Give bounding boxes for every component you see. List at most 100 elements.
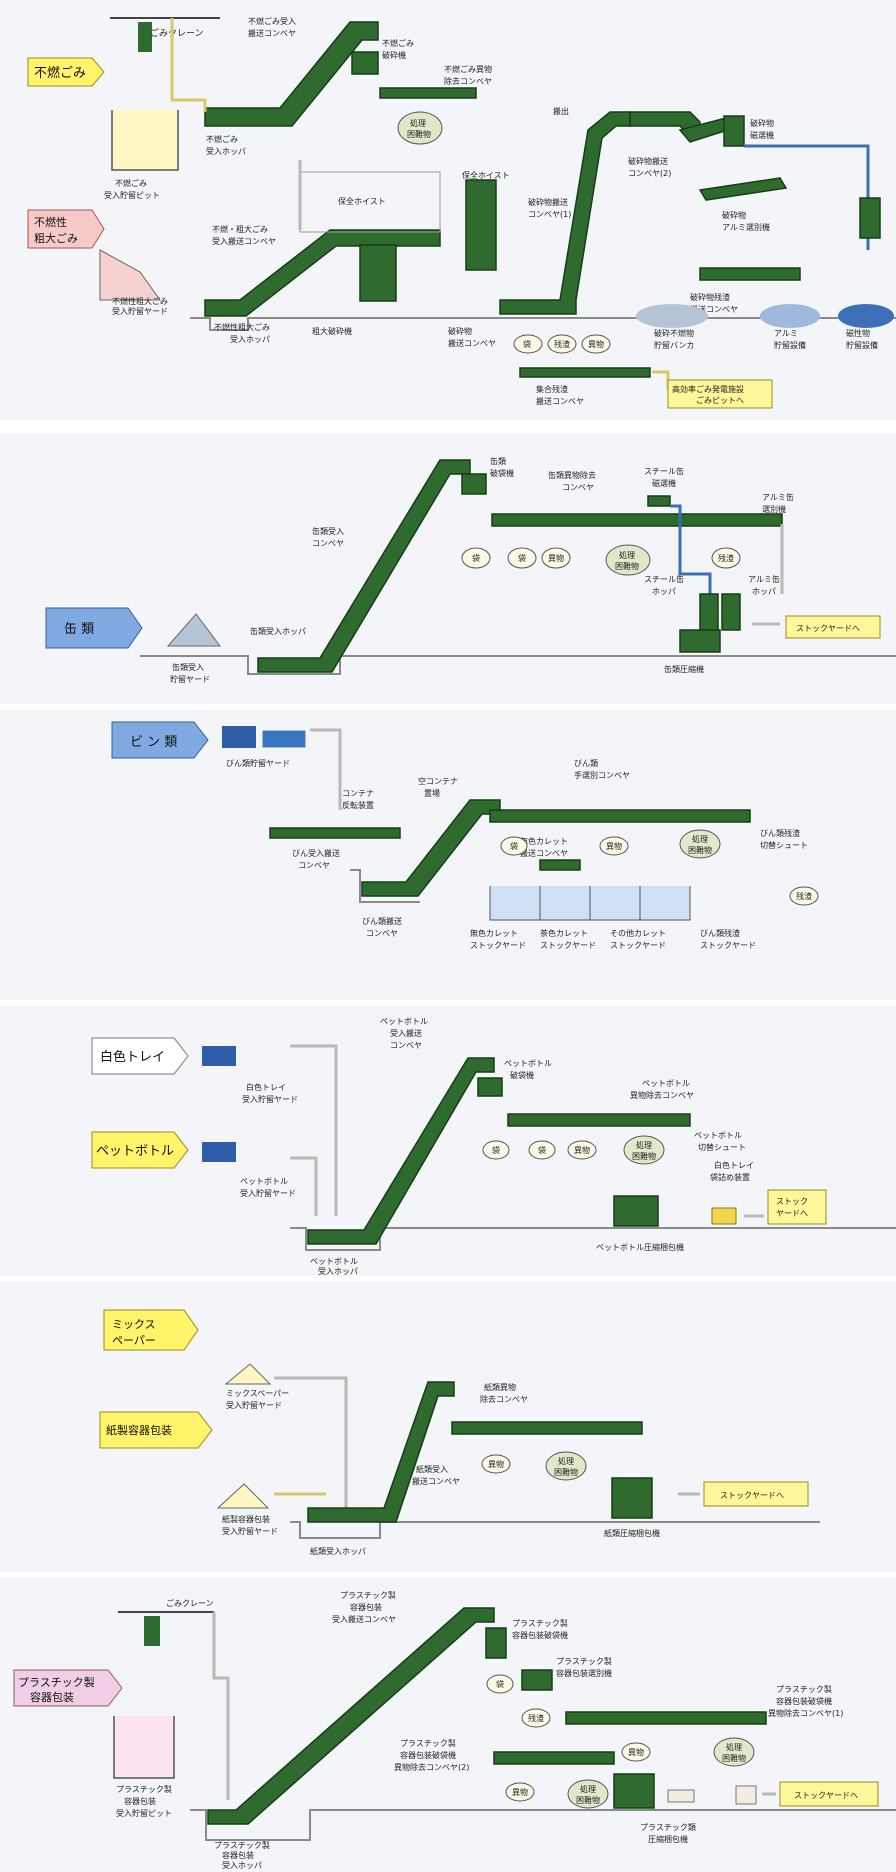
tray-label-2: 袋詰め装置: [710, 1172, 750, 1182]
paper-receive-conveyor: [307, 1381, 455, 1523]
bale-icon-1: [667, 1789, 695, 1803]
svg-text:異物: 異物: [488, 1459, 504, 1469]
noncombustible-diagram: ごみクレーン 不燃ごみ 不燃性 粗大ごみ 不燃ごみ 受入貯留ピット 不燃性粗大ご…: [27, 16, 896, 409]
conveyor-cans-foreign: [491, 513, 783, 527]
plastic-bag-breaker: [485, 1627, 507, 1659]
svg-text:ペットボトル: ペットボトル: [96, 1144, 174, 1159]
svg-text:残渣: 残渣: [796, 891, 812, 901]
floor-line: [290, 1521, 820, 1539]
cans-conv1-label-2: コンベヤ: [312, 539, 344, 548]
conveyor-alu: [698, 177, 788, 201]
conv3-label-2: 受入搬送コンベヤ: [212, 236, 276, 246]
alsep-label: アルミ缶: [762, 492, 794, 502]
mag-label-2: 磁選機: [750, 130, 774, 140]
chute-label: ペットボトル: [694, 1131, 742, 1140]
press-label: プラスチック類: [640, 1822, 696, 1832]
dest-l2: ヤードへ: [776, 1209, 808, 1218]
truck-icon-2: [202, 1142, 236, 1162]
pit-label-2: 容器包装: [124, 1796, 156, 1806]
dest-l1: 高効率ごみ発電施設: [672, 384, 744, 394]
pet-bag-breaker: [477, 1077, 503, 1097]
oval-difficult-2-t2: 困難物: [576, 1795, 600, 1805]
crane-icon: [138, 22, 152, 52]
svg-text:袋: 袋: [472, 553, 480, 563]
conv3-label-2: 容器包装破袋機: [400, 1750, 456, 1760]
oval-foreign-1: [621, 1742, 651, 1762]
crane-label: ごみクレーン: [150, 27, 204, 39]
conv0-label-2: コンベヤ: [298, 861, 330, 870]
truck-icon: [222, 726, 256, 748]
pit-shape: [111, 110, 179, 171]
cans-conv1-label: 缶類受入: [312, 526, 344, 536]
crusher1-label: 不燃ごみ: [382, 38, 414, 48]
s2-label: 茶色カレット: [540, 928, 588, 938]
oval-difficult-t2: 困難物: [632, 1151, 656, 1161]
svg-text:異物: 異物: [548, 553, 564, 563]
conv1-label-2: 受入搬送: [390, 1028, 422, 1038]
hopper-label-2: 容器包装: [222, 1850, 254, 1860]
oval-difficult-t1: 処理: [636, 1140, 652, 1150]
oval-bag: [500, 836, 528, 856]
oval-residue: [711, 547, 741, 569]
conv2-label-2: 異物除去コンベヤ: [630, 1090, 694, 1100]
svg-text:袋: 袋: [510, 841, 518, 851]
cullet-label: 無色カレット: [520, 836, 568, 846]
cut-label-2: コンベヤ(1): [528, 210, 571, 219]
s2-label-2: ストックヤード: [540, 941, 596, 950]
svg-text:異物: 異物: [588, 339, 604, 349]
cans-yard-pile: [166, 613, 221, 647]
sh-label: スチール缶: [644, 574, 684, 584]
conveyor-bulky: [204, 229, 441, 317]
chute-label-2: 切替シュート: [698, 1142, 746, 1152]
al-label: アルミ: [774, 329, 798, 338]
conv2-label: プラスチック製: [776, 1684, 832, 1694]
empty-label-2: 置場: [424, 788, 440, 798]
conv1-label-2: 搬送コンベヤ: [248, 28, 296, 38]
pack-pile: [216, 1483, 270, 1509]
hopper-label-2: 受入ホッパ: [318, 1266, 358, 1276]
oval-bag: [513, 334, 543, 354]
conv3-label-3: 異物除去コンベヤ(2): [394, 1762, 469, 1772]
tag-bottles: ビ ン 類: [111, 721, 209, 759]
oval-difficult-1: [713, 1737, 755, 1767]
tag-bulky-l1: 不燃性: [34, 215, 67, 229]
pet-receive-conveyor: [307, 1057, 495, 1245]
svg-text:白色トレイ: 白色トレイ: [100, 1049, 165, 1065]
oval-difficult-1: [397, 111, 443, 145]
oval-difficult-t2: 困難物: [554, 1467, 578, 1477]
svg-text:残渣: 残渣: [718, 553, 734, 563]
oval-residue: [521, 1708, 551, 1728]
conv1-label-2: コンベヤ: [366, 929, 398, 938]
tag-pet: ペットボトル: [91, 1131, 189, 1169]
bottle-receive-conveyor: [269, 827, 401, 839]
plastic-dest-label: ストックヤードへ: [794, 1791, 858, 1800]
cans-dest-label: ストックヤードへ: [796, 624, 860, 633]
yard1-label: ミックスペーパー: [226, 1389, 289, 1398]
oval-difficult-1-t1: 処理: [726, 1742, 742, 1752]
tag-mixpaper: ミックス ペーパー: [103, 1309, 199, 1351]
flip-label-2: 反転装置: [342, 800, 374, 810]
tag-bulky-l2: 粗大ごみ: [34, 231, 78, 245]
hopper-label-3: 受入ホッパ: [222, 1860, 262, 1870]
cans-conv2-label-2: コンベヤ: [562, 483, 594, 492]
s4-label-2: ストックヤード: [700, 941, 756, 950]
paper-foreign-conveyor: [451, 1421, 643, 1435]
oval-difficult: [679, 829, 721, 859]
oval-difficult-2-t1: 処理: [580, 1784, 596, 1794]
oval-difficult: [545, 1451, 587, 1481]
bag-label: ペットボトル: [504, 1059, 552, 1068]
yard1-label-2: 受入貯留ヤード: [226, 1400, 282, 1410]
oval-residue: [789, 886, 819, 906]
conv0-label: びん受入搬送: [292, 848, 340, 858]
pile-iron: [838, 304, 894, 328]
mix-pile: [224, 1363, 272, 1385]
tag-bulky: 不燃性 粗大ごみ: [27, 209, 105, 249]
oval-difficult-t2: 困難物: [688, 845, 712, 855]
conv1-label: プラスチック製: [340, 1590, 396, 1600]
gather-label: 集合残渣: [536, 384, 568, 394]
s3-label: その他カレット: [610, 928, 666, 938]
conv2-label: 不燃ごみ異物: [444, 64, 492, 74]
conv3-label: プラスチック製: [400, 1738, 456, 1748]
oval-difficult-t1: 処理: [692, 834, 708, 844]
tag-white-tray: 白色トレイ: [91, 1037, 189, 1075]
